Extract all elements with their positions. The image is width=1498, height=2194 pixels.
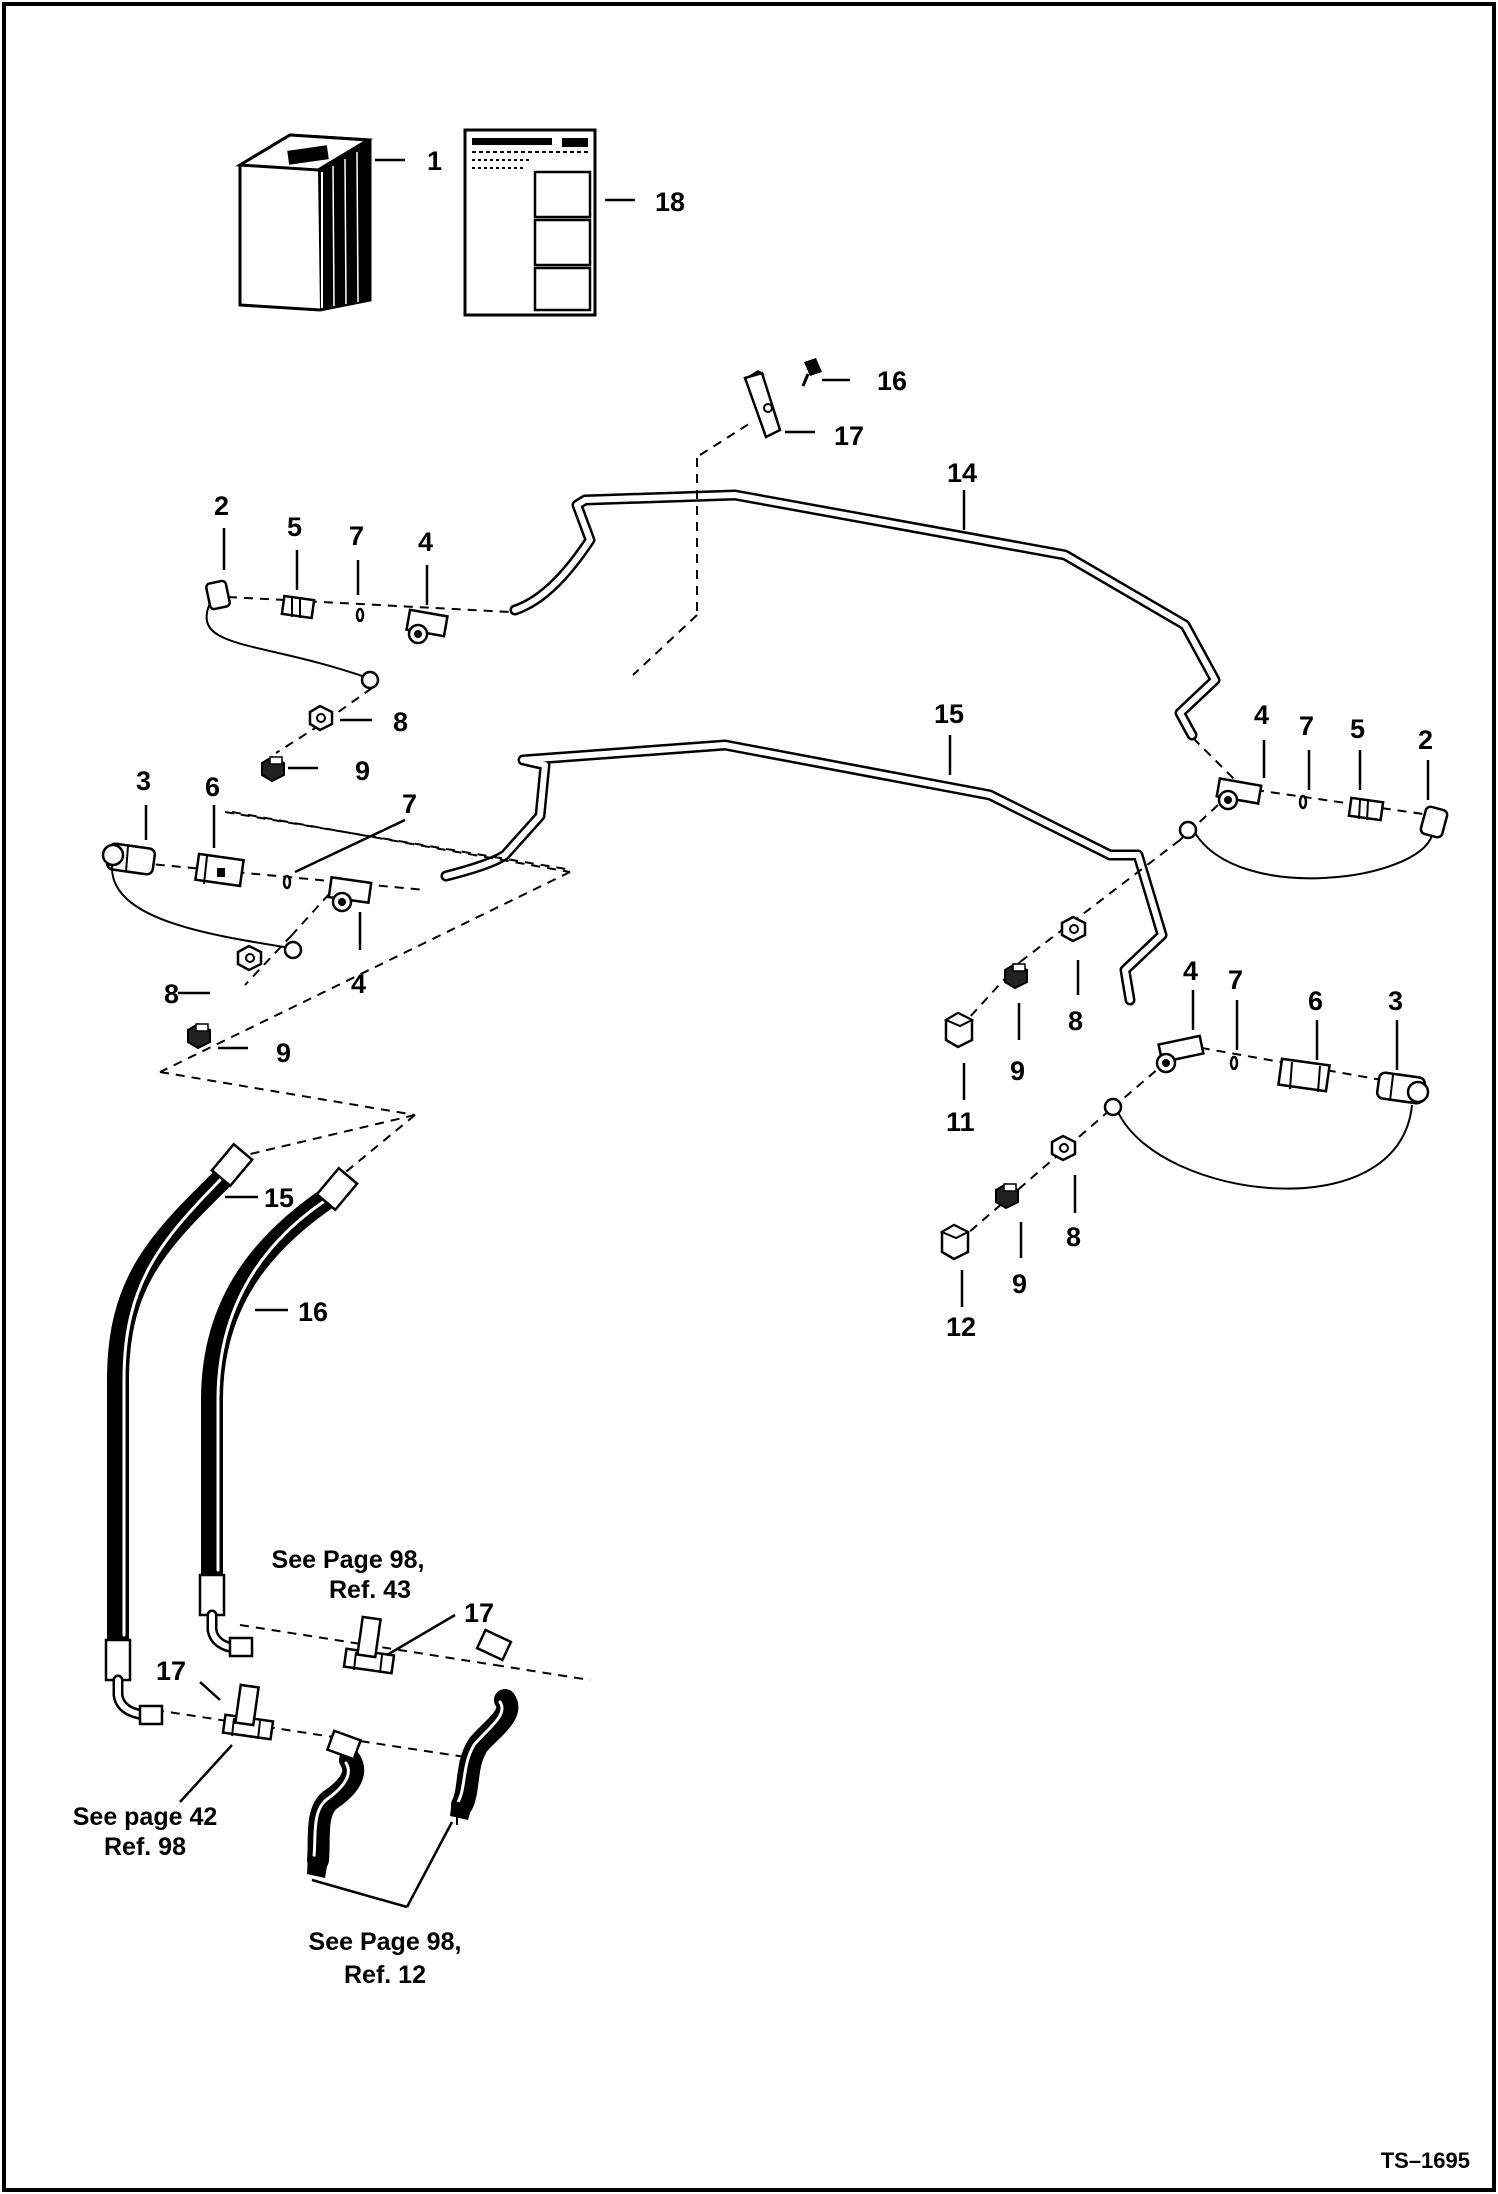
assembly-lines (107, 421, 1431, 1830)
callout-9-right-lower: 9 (1012, 1269, 1027, 1299)
part-5-adapter-c (1347, 796, 1385, 822)
part-16-hose (198, 1166, 359, 1658)
callout-3-right: 3 (1388, 986, 1403, 1016)
part-13-screw (801, 358, 822, 387)
callout-4-right-lower: 4 (1183, 956, 1198, 986)
note-page98-ref12-line2: Ref. 12 (344, 1961, 426, 1989)
part-9-plug-c (1004, 962, 1028, 990)
cap-tether-c (1194, 832, 1433, 880)
right-lower-coupler-assembly (939, 1034, 1430, 1261)
part-6-coupler-body (194, 852, 246, 888)
callout-6-right: 6 (1308, 986, 1323, 1016)
note-page42-ref98-line2: Ref. 98 (104, 1833, 186, 1861)
part-15-hose (104, 1142, 254, 1726)
callout-9-left-upper: 9 (355, 756, 370, 786)
callout-numbers: 1 18 16 17 14 15 2 5 7 4 8 9 3 6 7 4 8 9… (136, 146, 1433, 1686)
callout-10-right-upper: 11 (946, 1107, 975, 1137)
coupler-tether-d (1117, 1104, 1413, 1190)
part-7-o-ring-d (1229, 1055, 1239, 1071)
callout-8-right-upper: 8 (1068, 1006, 1083, 1036)
callout-13: 16 (877, 366, 907, 396)
callout-8-right-lower: 8 (1066, 1222, 1081, 1252)
coupler-tether (110, 865, 291, 949)
cap-tether (205, 602, 369, 679)
callout-11: 14 (947, 458, 977, 488)
callout-17-lower: 17 (156, 1656, 186, 1686)
part-10-cap-d (939, 1223, 971, 1261)
drawing-code: TS–1695 (1381, 2148, 1470, 2173)
part-4-tee-fitting-b (327, 875, 373, 913)
part-10-cap-c (943, 1011, 975, 1049)
part-9-plug-d (995, 1182, 1019, 1210)
callout-7-right-lower: 7 (1228, 965, 1243, 995)
part-7-o-ring-b (282, 874, 292, 890)
part-14-clamp (743, 370, 782, 439)
part-9-plug (261, 755, 285, 783)
callout-10-right-lower: 12 (946, 1312, 976, 1342)
part-5-adapter (280, 594, 316, 620)
callout-2-right: 2 (1418, 725, 1433, 755)
part-12-steel-tube (440, 739, 1168, 1006)
note-page98-ref12-line1: See Page 98, (309, 1928, 462, 1956)
callout-4-right-upper: 4 (1254, 700, 1269, 730)
right-upper-coupler-assembly (943, 777, 1449, 1049)
left-lower-coupler-assembly (101, 842, 373, 1050)
part-9-plug-b (187, 1022, 211, 1050)
part-2-dust-cap-c (1419, 805, 1449, 839)
part-2-dust-cap (205, 579, 231, 611)
callout-8-left-lower: 8 (164, 979, 179, 1009)
reference-notes: See Page 98, Ref. 43 See page 42 Ref. 98… (73, 1546, 462, 1989)
part-7-o-ring (355, 607, 365, 623)
callout-1: 1 (427, 146, 442, 176)
note-page42-ref98-line1: See page 42 (73, 1803, 218, 1831)
part-11-steel-tube (509, 489, 1221, 741)
part-6-coupler-body-d (1277, 1057, 1331, 1093)
callout-3-left: 3 (136, 766, 151, 796)
callout-17-upper: 17 (464, 1598, 494, 1628)
part-3-coupler-d (1375, 1071, 1430, 1105)
short-hose-left (307, 1729, 365, 1878)
callout-18: 18 (655, 187, 685, 217)
callout-9-left-lower: 9 (276, 1038, 291, 1068)
part-4-tee-fitting-d (1155, 1034, 1205, 1074)
callout-12: 15 (934, 699, 964, 729)
note-page98-ref43-line1: See Page 98, (272, 1546, 425, 1574)
part-1-box (235, 133, 373, 312)
callout-15: 15 (264, 1183, 294, 1213)
callout-4-left-lower: 4 (351, 969, 366, 999)
callout-6-left: 6 (205, 772, 220, 802)
callout-5-left: 5 (287, 512, 302, 542)
part-17-tee-upper (342, 1615, 396, 1675)
part-18-decal-sheet (463, 128, 597, 317)
callout-14: 17 (834, 421, 864, 451)
callout-5-right: 5 (1350, 714, 1365, 744)
callout-16: 16 (298, 1297, 328, 1327)
leader-lines (144, 158, 1430, 1909)
note-page98-ref43-line2: Ref. 43 (329, 1576, 411, 1604)
part-4-tee-fitting (405, 608, 449, 645)
callout-9-right-upper: 9 (1010, 1056, 1025, 1086)
left-upper-coupler-assembly (205, 579, 449, 783)
callout-7-left-upper: 7 (349, 521, 364, 551)
callout-2-left: 2 (214, 491, 229, 521)
callout-8-left-upper: 8 (393, 707, 408, 737)
part-7-o-ring-c (1298, 794, 1308, 810)
part-17-tee-lower (221, 1683, 275, 1741)
short-hose-right (450, 1628, 519, 1820)
callout-7-right-upper: 7 (1299, 711, 1314, 741)
callout-7-left-lower: 7 (402, 789, 417, 819)
part-4-tee-fitting-c (1215, 777, 1263, 811)
part-3-coupler (101, 842, 157, 876)
callout-4-left-upper: 4 (418, 527, 433, 557)
